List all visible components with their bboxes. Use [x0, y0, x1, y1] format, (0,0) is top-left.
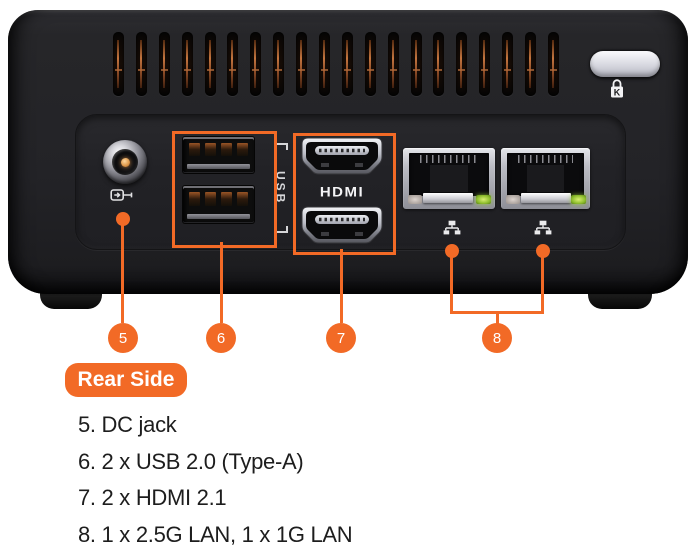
callout-line-8-stem	[496, 311, 499, 324]
vent-slot	[135, 32, 147, 96]
callout-line-6	[220, 242, 223, 323]
callout-rect-usb	[172, 131, 277, 248]
lan-led-left	[506, 195, 520, 204]
lan-led-right	[476, 195, 491, 204]
legend-item-hdmi: 7. 2 x HDMI 2.1	[78, 485, 227, 510]
network-icon	[534, 220, 552, 235]
vent-slot	[273, 32, 285, 96]
usb-port-2	[183, 186, 254, 223]
rj45-cavity	[507, 153, 584, 196]
rj45-latch	[423, 193, 473, 203]
lan-port-1g	[501, 148, 590, 209]
rj45-cavity	[409, 153, 489, 196]
hdmi-print-label: HDMI	[319, 184, 365, 201]
rj45-latch	[521, 193, 571, 203]
callout-dot-dc	[116, 212, 130, 226]
dc-plug-icon	[110, 189, 133, 201]
callout-line-7	[340, 249, 343, 323]
callout-number-5: 5	[108, 323, 138, 353]
vent-slot	[227, 32, 239, 96]
vent-slot	[410, 32, 422, 96]
vent-slot	[204, 32, 216, 96]
vent-slot	[433, 32, 445, 96]
kensington-lock-icon: K	[611, 79, 623, 98]
lan-led-right	[571, 195, 586, 204]
vent-slot	[364, 32, 376, 96]
vent-slot	[158, 32, 170, 96]
rear-side-badge: Rear Side	[65, 363, 187, 397]
legend-item-usb: 6. 2 x USB 2.0 (Type-A)	[78, 448, 304, 474]
usb-contacts	[188, 143, 249, 157]
callout-line-5	[121, 224, 124, 323]
svg-text:K: K	[614, 87, 621, 97]
dc-jack-pin	[120, 157, 130, 167]
legend-item-lan: 8. 1 x 2.5G LAN, 1 x 1G LAN	[78, 521, 353, 547]
callout-number-7: 7	[326, 323, 356, 353]
callout-rect-hdmi	[293, 133, 396, 255]
lan-led-left	[408, 195, 422, 204]
callout-line-8a	[450, 257, 453, 311]
dc-jack-barrel	[112, 149, 138, 175]
kensington-lock-slot	[590, 51, 660, 77]
callout-number-6: 6	[206, 323, 236, 353]
usb-contacts	[188, 192, 249, 206]
vent-slot	[502, 32, 514, 96]
vent-slot	[387, 32, 399, 96]
vent-slot	[547, 32, 559, 96]
legend-item-dc: 5. DC jack	[78, 412, 177, 437]
vent-slot	[525, 32, 537, 96]
hdmi-port-1	[301, 137, 383, 175]
dc-jack	[103, 140, 147, 184]
usb-port-1	[183, 137, 254, 173]
callout-line-8b	[541, 257, 544, 311]
vent-slot	[456, 32, 468, 96]
port-legend: 5. DC jack 6. 2 x USB 2.0 (Type-A) 7. 2 …	[78, 407, 353, 551]
vent-grille	[113, 32, 559, 96]
usb-tongue	[187, 164, 250, 170]
callout-dot-lan2	[536, 244, 550, 258]
lan-port-2-5g	[403, 148, 495, 209]
vent-slot	[341, 32, 353, 96]
hdmi-port-2	[301, 206, 383, 244]
vent-slot	[479, 32, 491, 96]
vent-slot	[319, 32, 331, 96]
vent-slot	[250, 32, 262, 96]
vent-slot	[181, 32, 193, 96]
callout-dot-lan1	[445, 244, 459, 258]
vent-slot	[296, 32, 308, 96]
network-icon	[443, 220, 461, 235]
callout-number-8: 8	[482, 323, 512, 353]
vent-slot	[113, 32, 124, 96]
usb-tongue	[187, 213, 250, 219]
